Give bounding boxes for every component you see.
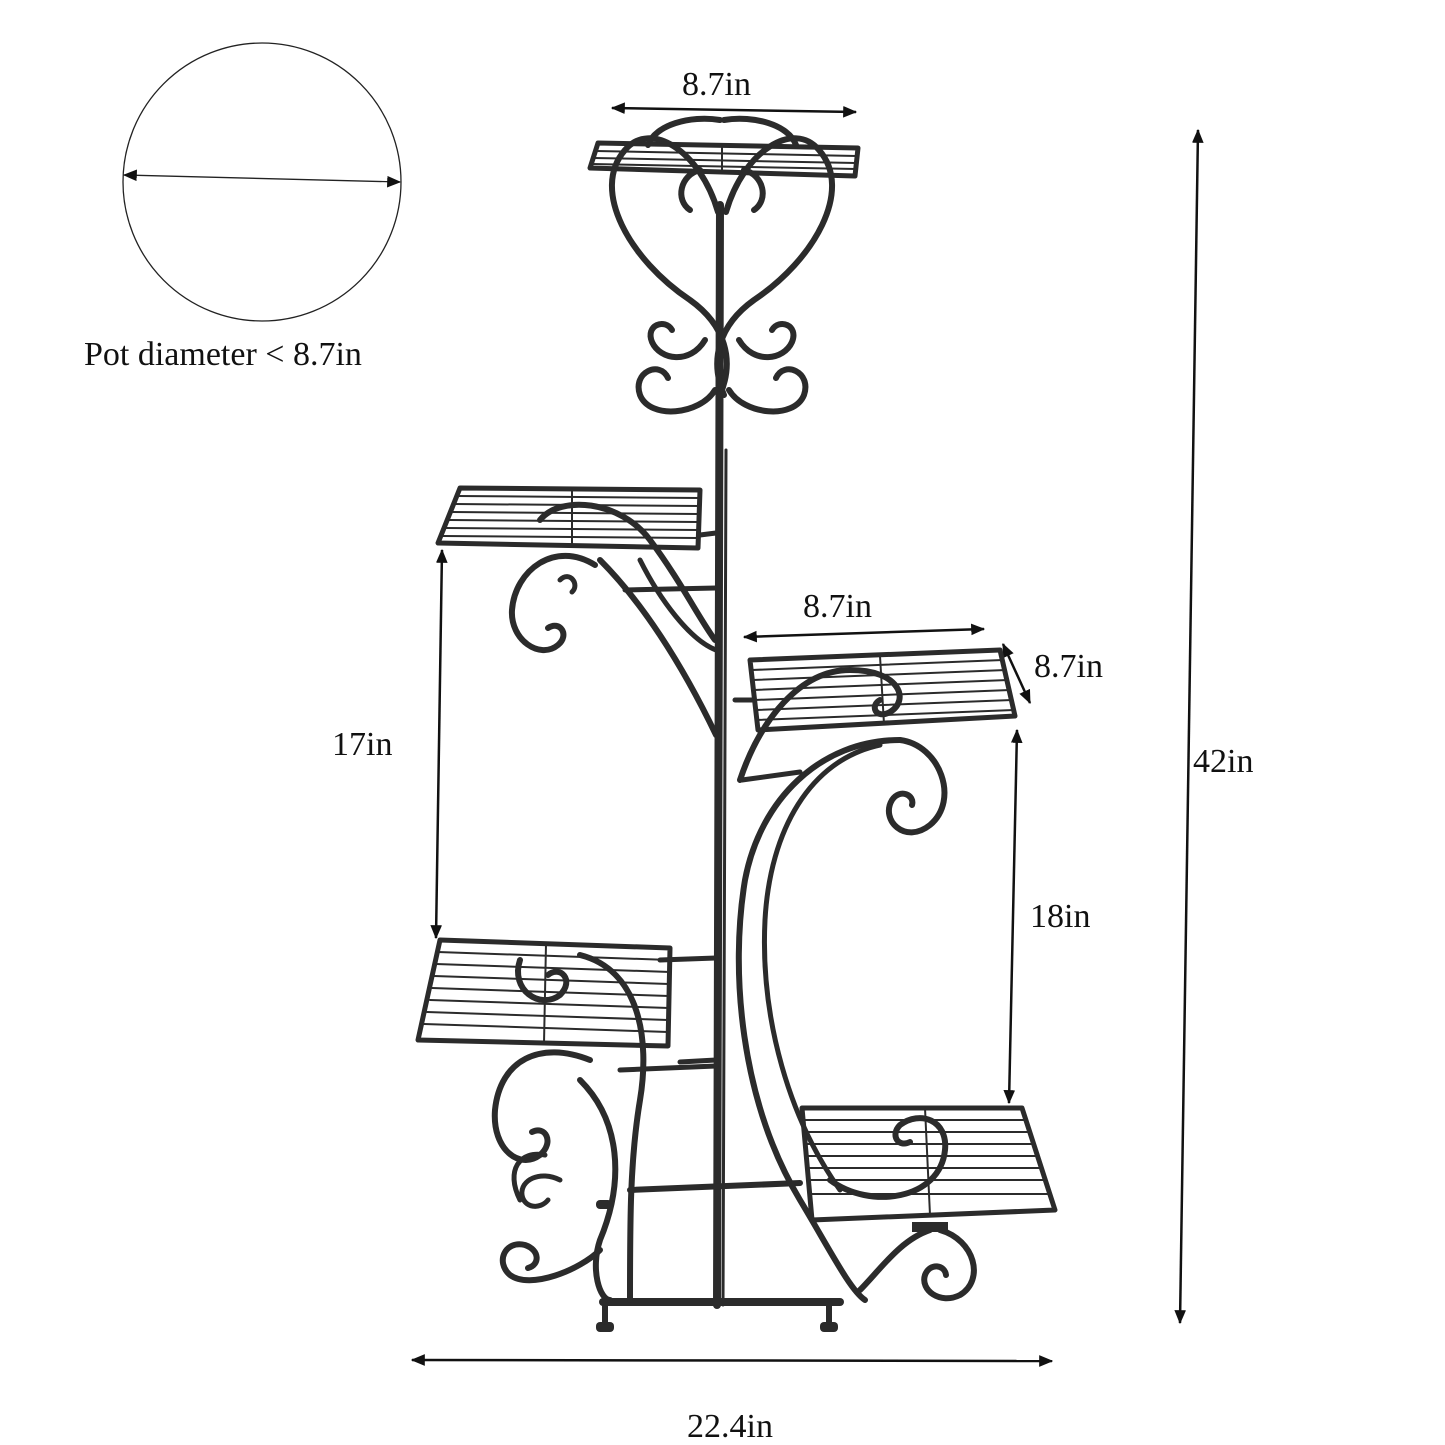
total-width-dimension	[410, 1354, 1054, 1367]
top-width-dimension	[610, 102, 858, 118]
top-shelf-width-label: 8.7in	[682, 66, 751, 103]
middle-right-shelf	[732, 647, 1018, 1303]
total-height-dimension	[1174, 128, 1204, 1325]
right-tier-gap-label: 18in	[1030, 898, 1091, 935]
left-gap-dimension	[430, 548, 448, 940]
middle-depth-dimension	[1001, 642, 1032, 705]
plant-stand	[415, 115, 1058, 1332]
pot-diameter-label: Pot diameter < 8.7in	[84, 336, 362, 373]
total-width-label: 22.4in	[687, 1408, 773, 1445]
right-gap-dimension	[1003, 728, 1023, 1105]
lower-right-shelf	[799, 1105, 1058, 1302]
foot	[820, 1322, 838, 1332]
base-frame	[596, 1180, 844, 1332]
pot-circle	[122, 42, 402, 322]
upper-left-shelf	[435, 485, 719, 738]
left-tier-gap-label: 17in	[332, 726, 393, 763]
pot-diameter-line	[122, 169, 402, 188]
foot	[596, 1322, 614, 1332]
dimension-lines	[410, 102, 1204, 1367]
heart-ornament	[608, 115, 836, 415]
middle-width-dimension	[742, 623, 986, 643]
lower-left-shelf	[415, 937, 719, 1303]
total-height-label: 42in	[1193, 743, 1254, 780]
middle-shelf-depth-label: 8.7in	[1034, 648, 1103, 685]
pot-diameter-figure	[122, 42, 402, 322]
middle-shelf-width-label: 8.7in	[803, 588, 872, 625]
